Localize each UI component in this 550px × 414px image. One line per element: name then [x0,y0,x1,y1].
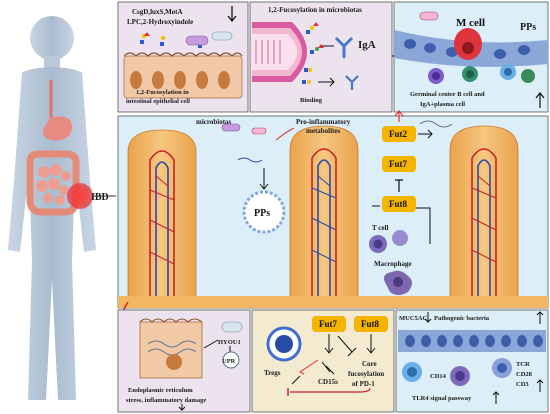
panel-intestinal-villi: microbiotas Pro-inflammatory metabolites… [117,110,549,341]
upr-circle [222,351,240,369]
arrow-icon [318,77,335,87]
hyou1-label: HYOU1 [218,339,241,346]
pps-label: PPs [520,22,536,33]
fut7-badge: Fut7 [382,156,416,172]
panel-epithelial-fucosylation: CsgD,luxS,MotA LPC,2-Hydroxyindole 1,2-F… [117,1,249,113]
core-fucosylation-label: fucosylation [348,370,384,378]
bacterium-icon [221,123,241,132]
upr-label: UPR [222,358,236,365]
down-arrow-icon [178,404,186,411]
panel-tr-caption2: IgA+plasma cell [420,101,465,108]
up-arrow-icon [492,391,500,404]
up-arrow-icon [535,92,545,108]
cd28-label: CD28 [516,371,533,378]
panel-microbiota-fucosylation: 1,2-Fucosylation in microbiotas IgA Bind… [249,1,393,113]
pathogenic-label: Pathogenic bacteria [434,315,490,322]
panel-tl-caption2: intestinal epithelial cell [126,98,190,105]
panel-pps: M cell PPs Germinal center B cell and Ig… [393,1,549,113]
stomach-shape [43,116,72,141]
bacterium-icon [251,127,267,135]
immune-cells [402,358,512,386]
cd15s-label: CD15s [318,378,338,386]
villus-shapes [118,125,548,308]
svg-text:Fut8: Fut8 [389,199,408,209]
panel-tm-title: 1,2-Fucosylation in microbiotas [268,6,362,14]
down-arrow-icon [424,312,432,323]
up-arrow-icon [394,110,404,122]
svg-text:Fut8: Fut8 [361,319,380,329]
panel-tregs: Fut7 Fut8 Tregs CD15s Core fucosylation … [251,309,395,413]
tlr4-label: TLR4 signal passway [412,395,472,402]
human-figure: IBD [8,16,116,400]
bm-fut7-badge: Fut7 [312,316,346,332]
fut2-badge: Fut2 [382,126,416,142]
tregs-label: Tregs [264,369,281,377]
panel-tl-line2: LPC,2-Hydroxyindole [127,18,193,26]
tcr-label: TCR [516,361,530,368]
bacterium-icon [185,35,209,46]
pps-follicle: PPs [237,157,286,234]
blood-vessels [149,148,497,296]
pro-inflammatory-label: Pro-inflammatory [296,118,351,126]
ibd-highlight [67,183,93,209]
t-cell-label: T cell [372,224,388,232]
pd1-label: of PD-1 [352,380,375,388]
panel-tl-line1: CsgD,luxS,MotA [132,8,183,16]
inhibit-icon [395,179,403,192]
panel-pathogenic-bacteria: MUC5AC Pathogenic bacteria CD14 TCR CD28… [395,309,549,413]
svg-text:Fut7: Fut7 [319,319,338,329]
binding-label: Binding [300,97,323,104]
panel-tr-caption1: Germinal center B cell and [410,91,485,98]
svg-text:Fut2: Fut2 [389,129,408,139]
panel-bl-caption1: Endoplasmic reticulum [128,387,193,394]
metabolites-label: metabolites [306,127,340,135]
panel-bl-caption2: stress, inflammatory damage [126,397,206,404]
macrophage-label: Macrophage [374,260,412,268]
svg-text:Fut7: Fut7 [389,159,408,169]
m-cell-label: M cell [456,17,485,29]
core-label: Core [362,360,377,368]
iga-label: IgA [358,39,376,51]
fut8-badge: Fut8 [382,196,416,212]
bacterium-icon [211,31,233,41]
bacterium-icon [419,11,439,21]
lymphocyte-icons [428,64,535,84]
microbiotas-label: microbiotas [196,118,232,126]
down-arrow-icon [227,6,237,23]
up-arrow-icon [536,379,544,392]
muc5ac-label: MUC5AC [399,315,427,322]
bm-fut8-badge: Fut8 [354,316,388,332]
pps-circle-label: PPs [254,208,270,219]
colon-shape [26,150,80,216]
panel-er-stress: HYOU1 UPR Endoplasmic reticulum stress, … [117,309,251,413]
small-intestine-shape [36,164,71,205]
panel-tl-caption1: 1,2-Fucosylation in [136,89,189,96]
cell-nucleus [166,354,182,370]
cd3-label: CD3 [516,381,529,388]
cd14-label: CD14 [430,373,447,380]
up-arrow-icon [536,311,544,324]
iga-antibody-icon [345,75,359,90]
ibd-label: IBD [91,192,109,203]
iga-antibody-icon [334,36,354,58]
